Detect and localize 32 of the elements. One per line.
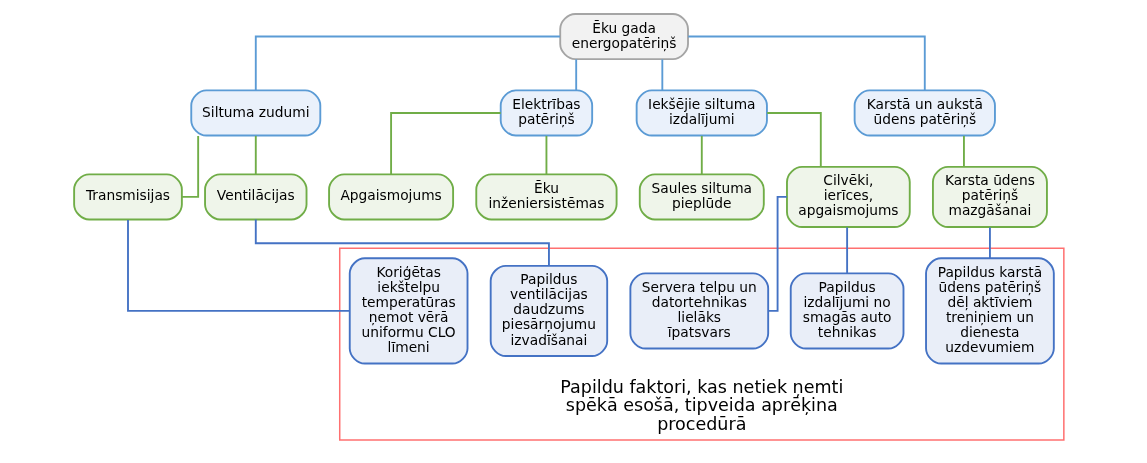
connector	[545, 134, 547, 175]
connector	[574, 58, 577, 91]
node-box: Karsta ūdens patēriņš mazgāšanai	[931, 165, 1048, 228]
connector	[765, 111, 822, 168]
node-box: Koriģētas iekštelpu temperatūras ņemot vērā uniformu CLO līmeni	[348, 256, 468, 364]
node-box: Iekšējie siltuma izdalījumi	[635, 89, 768, 136]
node-box: Papildus ventilācijas daudzums piesārņojumu izvadīšanai	[489, 264, 608, 357]
node-box: Servera telpu un datortehnikas lielāks īpatsvars	[628, 271, 769, 349]
node-box: Transmisijas	[72, 172, 183, 220]
node-box: Ēku gada energopatēriņš	[558, 12, 689, 60]
connector	[988, 226, 991, 259]
node-box: Saules siltuma pieplūde	[638, 172, 765, 220]
connector	[660, 58, 663, 91]
connector	[126, 218, 350, 312]
connector	[254, 218, 550, 267]
connector	[700, 134, 703, 175]
node-box: Ventilācijas	[203, 172, 307, 220]
node-box: Papildus karstā ūdens patēriņš dēļ aktīviem treniņiem un dienesta uzdevumiem	[924, 256, 1055, 364]
node-box: Karstā un aukstā ūdens patēriņš	[853, 89, 996, 136]
connector	[254, 134, 257, 175]
connector	[767, 195, 788, 312]
node-box: Siltuma zudumi	[189, 89, 321, 136]
connector	[686, 35, 926, 91]
node-box: Apgaismojums	[327, 172, 454, 220]
connector	[389, 111, 502, 175]
connector	[845, 226, 848, 274]
connector	[254, 35, 561, 91]
node-box: Ēku inženiersistēmas	[474, 172, 618, 220]
node-box: Papildus izdalījumi no smagās auto tehnikas	[789, 271, 904, 349]
connector	[962, 134, 965, 168]
node-box: Elektrības patēriņš	[499, 89, 593, 136]
node-box: Cilvēki, ierīces, apgaismojums	[785, 165, 911, 228]
